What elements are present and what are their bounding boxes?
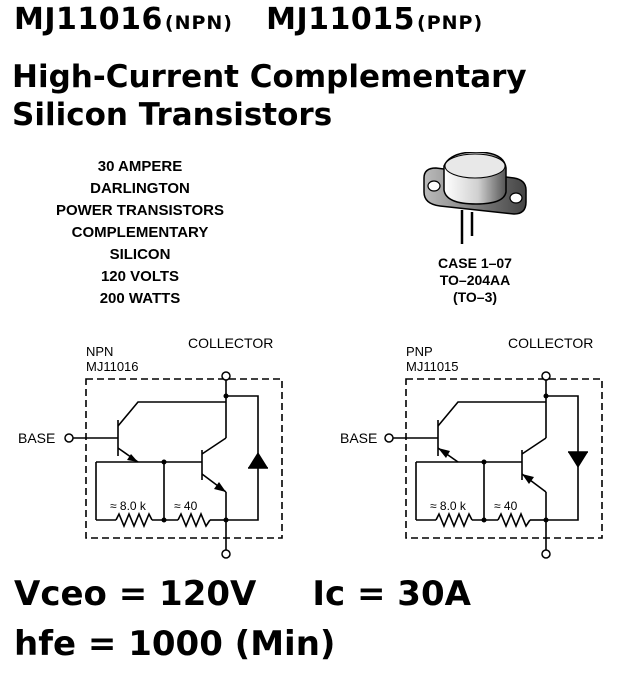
schematic-part-label: MJ11015 (406, 359, 459, 374)
base-label: BASE (18, 430, 55, 446)
package-info: CASE 1–07 TO–204AA (TO–3) (400, 255, 550, 306)
package-boundary (405, 378, 603, 539)
spec-item: 200 WATTS (99, 290, 181, 307)
collector-label: COLLECTOR (188, 335, 273, 351)
spec-item: 120 VOLTS (100, 268, 180, 285)
package-type: TO–204AA (439, 272, 511, 288)
collector-label: COLLECTOR (508, 335, 593, 351)
ratings-line-2: hfe = 1000 (Min) (14, 624, 335, 664)
resistor-r1-label: ≈ 8.0 k (110, 499, 147, 513)
part2-type: (PNP) (417, 12, 484, 34)
ic-rating: Ic = 30A (312, 574, 471, 614)
spec-item: DARLINGTON (90, 180, 190, 197)
spec-item: 30 AMPERE (97, 158, 183, 175)
resistor-r2-label: ≈ 40 (174, 499, 198, 513)
ratings-line-1: Vceo = 120V Ic = 30A (14, 574, 471, 614)
base-label: BASE (340, 430, 377, 446)
spec-item: SILICON (109, 246, 171, 263)
pnp-schematic: PNP MJ11015 COLLECTOR BASE ≈ 8.0 k ≈ 40 (340, 335, 603, 559)
resistor-r1-label: ≈ 8.0 k (430, 499, 467, 513)
npn-schematic: NPN MJ11016 COLLECTOR BASE ≈ 8.0 k ≈ 40 (18, 335, 283, 559)
spec-item: COMPLEMENTARY (71, 224, 209, 241)
part1-number: MJ11016 (14, 2, 163, 37)
package-boundary (85, 378, 283, 539)
title-line-2: Silicon Transistors (12, 97, 333, 133)
resistor-r2-label: ≈ 40 (494, 499, 518, 513)
hfe-rating: hfe = 1000 (Min) (14, 624, 336, 664)
schematic-type-label: PNP (406, 344, 433, 359)
package-alias: (TO–3) (452, 289, 498, 305)
schematic-type-label: NPN (86, 344, 113, 359)
vceo-rating: Vceo = 120V (14, 574, 257, 614)
spec-list: 30 AMPERE DARLINGTON POWER TRANSISTORS C… (20, 156, 260, 310)
schematic-part-label: MJ11016 (86, 359, 139, 374)
page-title: High-Current Complementary Silicon Trans… (12, 58, 527, 134)
to3-package-illustration (423, 152, 527, 244)
spec-item: POWER TRANSISTORS (55, 202, 225, 219)
title-line-1: High-Current Complementary (12, 59, 527, 95)
case-number: CASE 1–07 (438, 255, 512, 271)
part1-type: (NPN) (164, 12, 233, 34)
part-number-line: MJ11016(NPN) MJ11015(PNP) (14, 2, 483, 37)
part2-number: MJ11015 (266, 2, 416, 37)
